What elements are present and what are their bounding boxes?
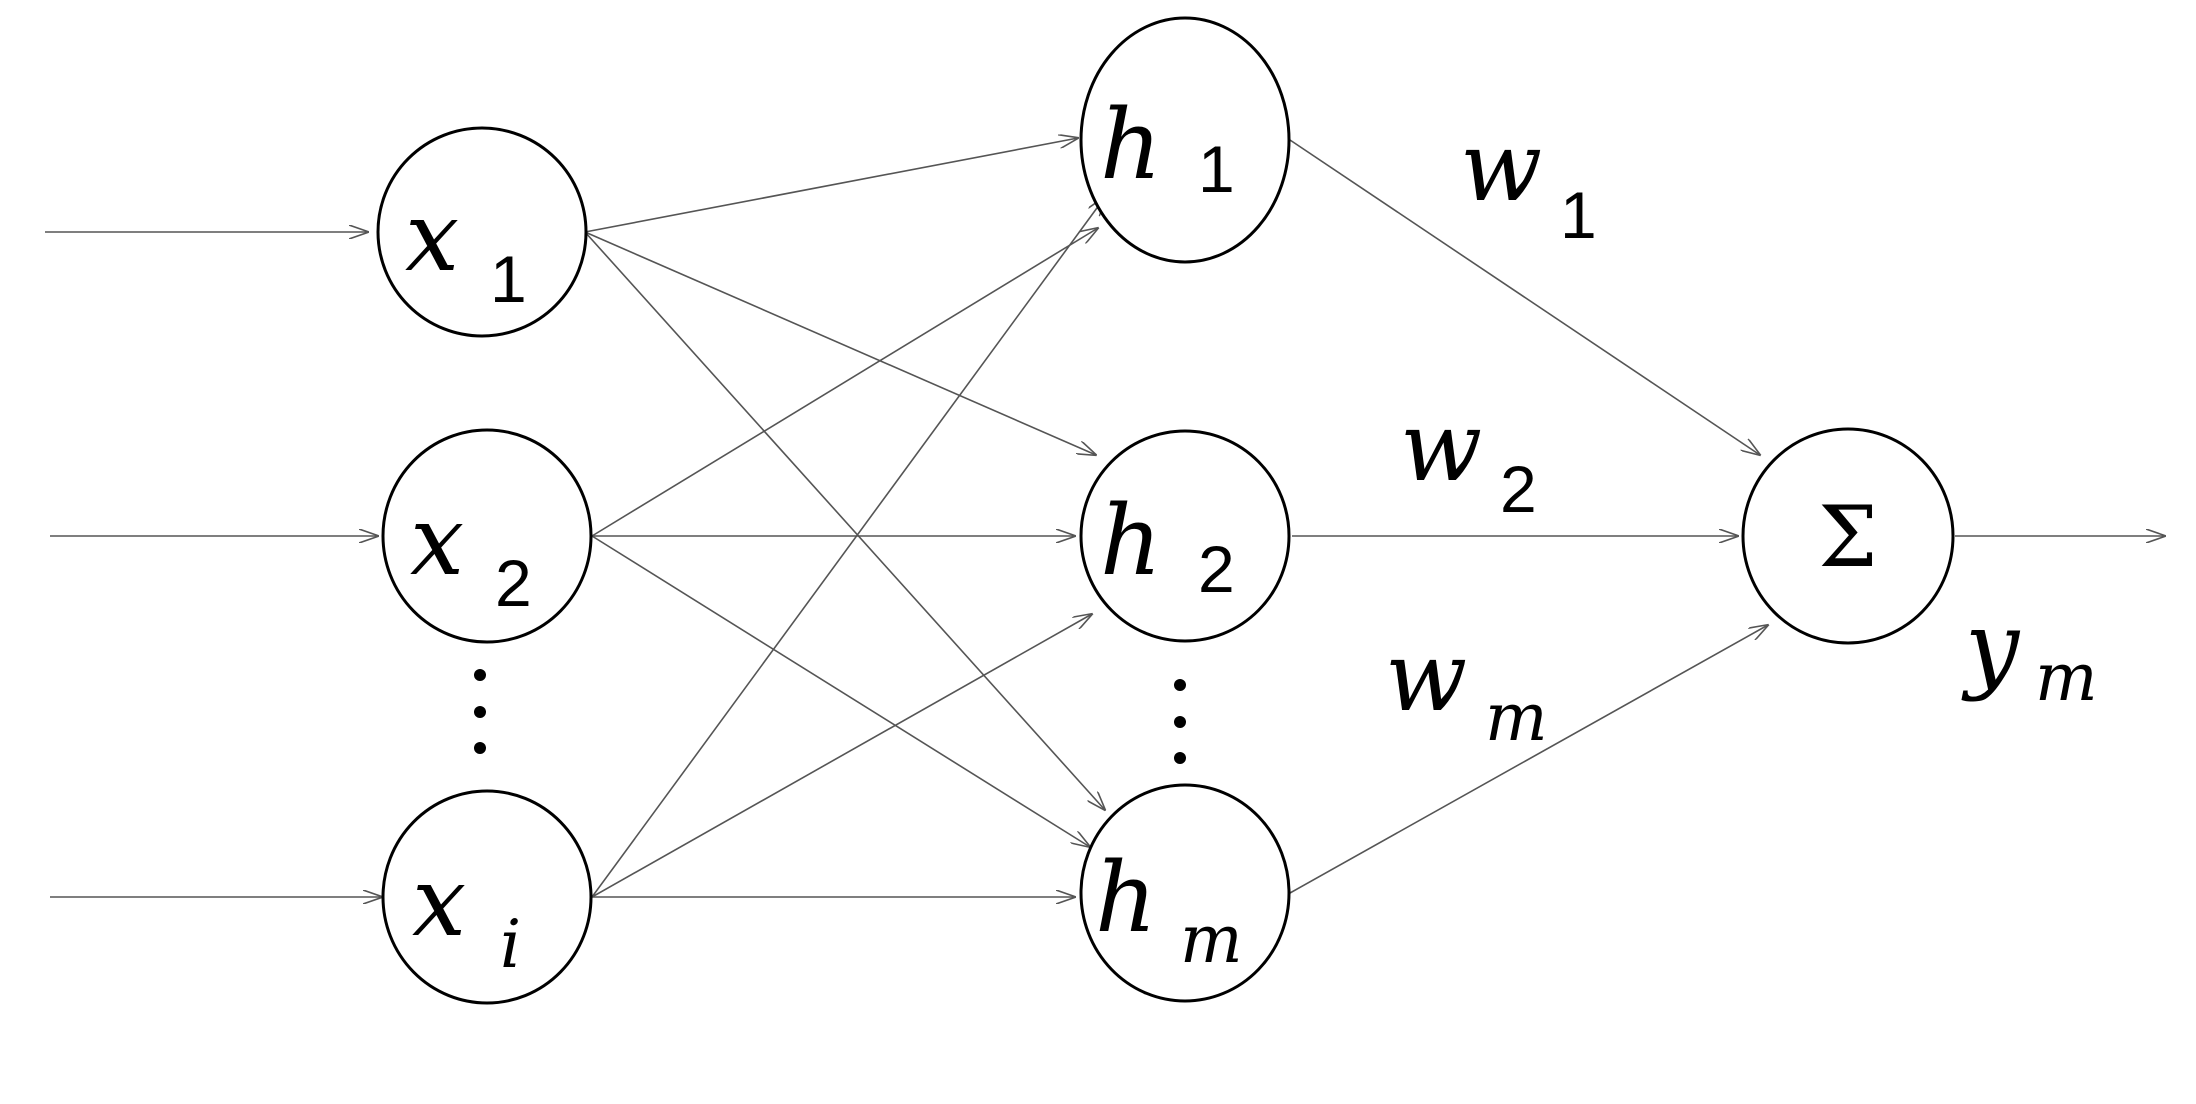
hidden-node-hm-sub: m xyxy=(1180,901,1243,978)
edge-hm-sum xyxy=(1289,625,1768,894)
edges xyxy=(45,138,2165,897)
weight-label-wm-sub: m xyxy=(1485,679,1548,756)
hidden-node-hm-base: h xyxy=(1095,842,1157,954)
edge-xi-h2 xyxy=(591,614,1092,898)
output-label-ym: y m xyxy=(1961,591,2098,716)
hidden-node-h1-sub: 1 xyxy=(1198,132,1235,206)
weight-label-w2-base: w xyxy=(1400,391,1482,503)
weight-label-wm: w m xyxy=(1385,621,1548,756)
weight-labels: w 1 w 2 w m xyxy=(1385,111,1597,756)
weight-label-w2: w 2 xyxy=(1400,391,1537,526)
edge-x2-h1 xyxy=(591,228,1098,537)
hidden-node-h1-base: h xyxy=(1100,89,1162,201)
output-label-ym-base: y xyxy=(1961,591,2021,703)
edge-x1-hm xyxy=(584,231,1105,810)
edge-x2-hm xyxy=(591,535,1090,847)
input-node-xi-base: x xyxy=(412,846,466,958)
hidden-vdots xyxy=(1174,679,1186,764)
input-node-x2-sub: 2 xyxy=(495,546,532,620)
sum-node: Σ xyxy=(1741,427,1955,645)
sum-symbol: Σ xyxy=(1818,488,1877,586)
edge-h1-sum xyxy=(1289,139,1760,455)
weight-label-w2-sub: 2 xyxy=(1500,452,1537,526)
weight-label-w1: w 1 xyxy=(1460,111,1597,252)
input-node-xi-sub: i xyxy=(500,906,521,983)
hidden-node-h1: h 1 xyxy=(1079,16,1291,264)
input-layer: x 1 x 2 x i xyxy=(376,126,593,1005)
input-node-x2: x 2 xyxy=(381,428,593,644)
edge-x1-h2 xyxy=(584,231,1096,455)
input-node-x1: x 1 xyxy=(376,126,588,338)
input-node-x1-sub: 1 xyxy=(490,242,527,316)
hidden-node-h2: h 2 xyxy=(1079,429,1291,643)
weight-label-w1-sub: 1 xyxy=(1560,178,1597,252)
edge-xi-h1 xyxy=(591,197,1105,898)
hidden-node-h2-sub: 2 xyxy=(1198,532,1235,606)
edge-x1-h1 xyxy=(584,138,1078,233)
input-vdots xyxy=(474,669,486,754)
output-label-ym-sub: m xyxy=(2035,639,2098,716)
input-node-x2-base: x xyxy=(410,485,464,597)
input-node-x1-base: x xyxy=(405,181,459,293)
weight-label-wm-base: w xyxy=(1385,621,1467,733)
weight-label-w1-base: w xyxy=(1460,111,1542,223)
hidden-layer: h 1 h 2 h m xyxy=(1079,16,1291,1003)
input-node-xi: x i xyxy=(381,789,593,1005)
hidden-node-h2-base: h xyxy=(1100,485,1162,597)
hidden-node-hm: h m xyxy=(1079,783,1291,1003)
